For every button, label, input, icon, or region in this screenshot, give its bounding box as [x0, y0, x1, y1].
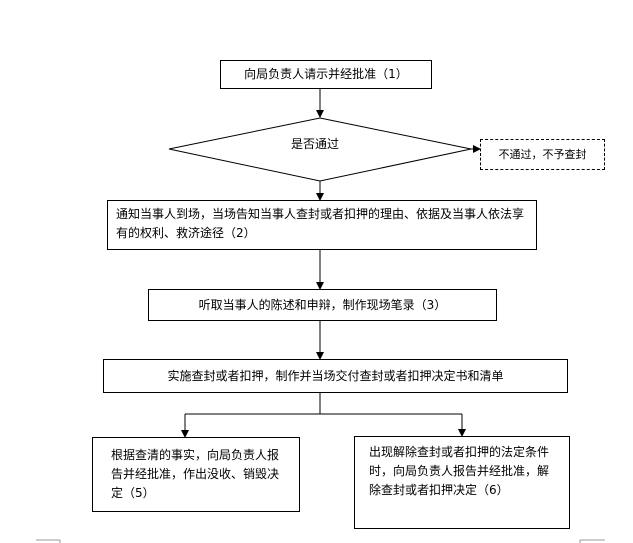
reject-box: 不通过，不予查封: [480, 139, 605, 170]
step6-text: 出现解除查封或者扣押的法定条件时，向局负责人报告并经批准，解除查封或者扣押决定（…: [369, 445, 550, 497]
step4-text: 实施查封或者扣押，制作并当场交付查封或者扣押决定书和清单: [167, 368, 504, 383]
step1-text: 向局负责人请示并经批准（1）: [244, 67, 408, 81]
step5-text: 根据查清的事实，向局负责人报告并经批准，作出没收、销毁决定（5）: [111, 448, 280, 500]
step6-box: 出现解除查封或者扣押的法定条件时，向局负责人报告并经批准，解除查封或者扣押决定（…: [354, 436, 570, 529]
step2-text: 通知当事人到场，当场告知当事人查封或者扣押的理由、依据及当事人依法享有的权利、救…: [116, 207, 525, 240]
decision-label: 是否通过: [290, 137, 339, 151]
step4-box: 实施查封或者扣押，制作并当场交付查封或者扣押决定书和清单: [103, 359, 568, 393]
step5-box: 根据查清的事实，向局负责人报告并经批准，作出没收、销毁决定（5）: [92, 437, 300, 512]
step1-box: 向局负责人请示并经批准（1）: [220, 60, 432, 89]
step3-box: 听取当事人的陈述和申辩，制作现场笔录（3）: [148, 289, 497, 321]
step3-text: 听取当事人的陈述和申辩，制作现场笔录（3）: [198, 297, 447, 312]
reject-text: 不通过，不予查封: [498, 147, 587, 161]
step2-box: 通知当事人到场，当场告知当事人查封或者扣押的理由、依据及当事人依法享有的权利、救…: [107, 200, 537, 250]
